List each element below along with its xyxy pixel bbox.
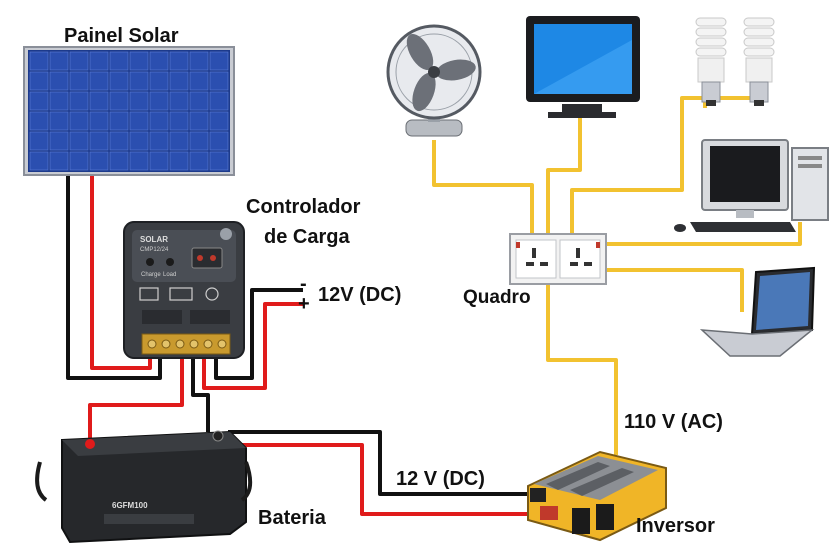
black-wires	[66, 176, 528, 496]
battery-negative-terminal	[212, 430, 224, 442]
label-controller-line1: Controlador	[246, 196, 361, 218]
label-plus: +	[298, 293, 310, 315]
fan-icon	[386, 24, 482, 137]
battery-symbol-icon	[169, 287, 193, 301]
wire-controller-battery-red	[88, 352, 184, 445]
quadro-outlet	[509, 233, 607, 285]
desktop-computer-icon	[674, 139, 829, 232]
bulb-left-icon	[695, 17, 727, 106]
battery-led2-icon	[210, 255, 216, 261]
bulb-right-icon	[743, 17, 775, 106]
controller-led-load: Load	[163, 272, 176, 278]
battery-handle-left	[35, 461, 48, 502]
load-led-icon	[166, 258, 174, 266]
solar-panel	[23, 46, 235, 176]
wire-controller-load-negative	[214, 288, 303, 380]
wire-desktop	[600, 222, 802, 246]
battery-positive-terminal	[85, 439, 95, 449]
controller-terminals	[141, 333, 231, 355]
battery-model: 6GFM100	[112, 501, 148, 510]
panel-symbol-icon	[139, 287, 159, 301]
label-dc-battery: 12 V (DC)	[396, 468, 485, 490]
label-minus: -	[300, 273, 307, 295]
controller-logo-icon	[220, 228, 232, 240]
charge-controller: SOLAR CMP12/24 Charge Load	[123, 221, 245, 359]
wire-panel-controller-black	[66, 176, 162, 380]
label-solar-panel: Painel Solar	[64, 25, 179, 47]
wire-fan	[432, 140, 534, 236]
controller-led-charge: Charge	[141, 272, 161, 278]
label-battery: Bateria	[258, 507, 327, 529]
label-dc-out: 12V (DC)	[318, 284, 401, 306]
wire-controller-battery-black	[191, 352, 210, 432]
wire-laptop	[602, 268, 744, 312]
label-ac-voltage: 110 V (AC)	[624, 411, 723, 433]
wire-battery-inverter-black	[228, 430, 528, 496]
label-inverter: Inversor	[636, 515, 715, 537]
battery-led-icon	[197, 255, 203, 261]
controller-brand: SOLAR	[140, 235, 168, 244]
tv-icon	[526, 16, 640, 118]
laptop-icon	[699, 266, 816, 357]
wire-quadro-inverter	[546, 283, 618, 455]
controller-model: CMP12/24	[140, 247, 169, 253]
wire-controller-load-positive	[202, 302, 303, 390]
battery-handle-right	[240, 461, 253, 502]
battery: 6GFM100	[35, 430, 253, 544]
bulb-symbol-icon	[205, 287, 219, 301]
inverter	[527, 450, 667, 542]
label-quadro: Quadro	[463, 287, 531, 308]
wire-tv	[546, 118, 582, 236]
charge-led-icon	[146, 258, 154, 266]
solar-cells	[29, 51, 229, 171]
label-controller-line2: de Carga	[264, 226, 350, 248]
